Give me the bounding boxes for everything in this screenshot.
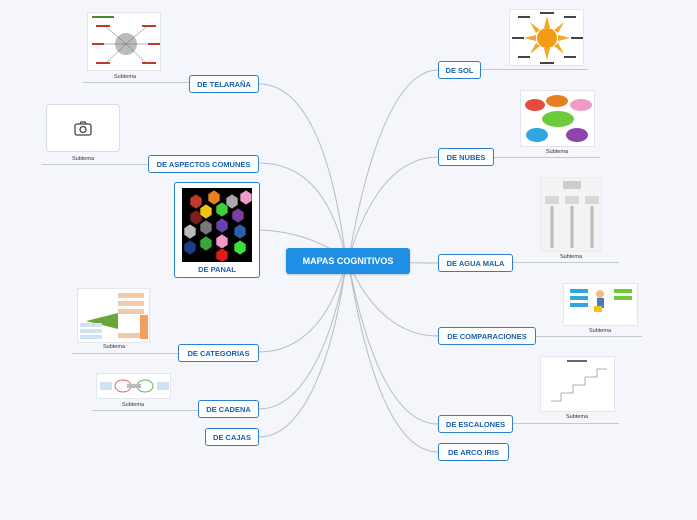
aguamala-thumbnail[interactable] <box>540 177 602 252</box>
aspectos-subtopic-line <box>42 164 148 165</box>
link-telarana <box>258 83 346 253</box>
link-comparaciones <box>349 265 439 337</box>
topic-agua-mala[interactable]: DE AGUA MALA <box>438 254 513 272</box>
link-escalones <box>349 269 439 425</box>
sun-map-image <box>512 12 583 64</box>
topic-sol[interactable]: DE SOL <box>438 61 481 79</box>
topic-panal[interactable]: DE PANAL <box>174 182 260 278</box>
aspectos-subtopic-label[interactable]: Subtema <box>71 156 94 162</box>
camera-icon <box>74 121 92 136</box>
topic-cadena[interactable]: DE CADENA <box>198 400 259 418</box>
cadena-subtopic-label[interactable]: Subtema <box>121 402 144 408</box>
escalones-subtopic-label[interactable]: Subtema <box>565 414 588 420</box>
link-sol <box>349 69 439 253</box>
link-categorias <box>258 265 346 353</box>
image-placeholder[interactable] <box>46 104 120 152</box>
honeycomb-image <box>182 188 253 263</box>
aguamala-subtopic-line <box>513 262 619 263</box>
topic-aspectos-comunes[interactable]: DE ASPECTOS COMUNES <box>148 155 259 173</box>
topic-telarana[interactable]: DE TELARAÑA <box>189 75 259 93</box>
topic-categorias[interactable]: DE CATEGORIAS <box>178 344 259 362</box>
topic-cajas[interactable]: DE CAJAS <box>205 428 259 446</box>
comparaciones-subtopic-line <box>536 336 642 337</box>
central-topic-label: MAPAS COGNITIVOS <box>302 256 394 266</box>
panal-label: DE PANAL <box>198 265 236 274</box>
nubes-thumbnail[interactable] <box>520 90 595 147</box>
sol-thumbnail[interactable] <box>509 9 584 66</box>
chain-map-image <box>100 379 169 393</box>
link-cadena <box>258 269 346 410</box>
topic-comparaciones[interactable]: DE COMPARACIONES <box>438 327 536 345</box>
categorias-subtopic-label[interactable]: Subtema <box>102 344 125 350</box>
jellyfish-map-image <box>545 181 599 248</box>
steps-map-image <box>551 360 607 402</box>
category-map-image <box>80 293 148 339</box>
nubes-subtopic-line <box>494 157 600 158</box>
link-nubes <box>349 156 439 255</box>
link-arcoiris <box>349 271 439 453</box>
clouds-map-image <box>525 95 592 142</box>
cadena-subtopic-line <box>92 410 198 411</box>
link-aspectos <box>258 162 346 255</box>
telarana-subtopic-label[interactable]: Subtema <box>113 74 136 80</box>
telarana-thumbnail[interactable] <box>87 12 161 71</box>
link-cajas <box>258 271 346 438</box>
categorias-thumbnail[interactable] <box>77 288 150 343</box>
spider-map-image <box>92 16 160 64</box>
comparaciones-subtopic-label[interactable]: Subtema <box>588 328 611 334</box>
comparaciones-thumbnail[interactable] <box>563 283 638 326</box>
central-topic[interactable]: MAPAS COGNITIVOS <box>286 248 410 274</box>
topic-arco-iris[interactable]: DE ARCO IRIS <box>438 443 509 461</box>
nubes-subtopic-label[interactable]: Subtema <box>545 149 568 155</box>
comparison-map-image <box>570 289 632 312</box>
categorias-subtopic-line <box>72 353 178 354</box>
escalones-subtopic-line <box>513 423 619 424</box>
escalones-thumbnail[interactable] <box>540 356 615 412</box>
cadena-thumbnail[interactable] <box>96 373 171 399</box>
topic-nubes[interactable]: DE NUBES <box>438 148 494 166</box>
telarana-subtopic-line <box>83 82 189 83</box>
aguamala-subtopic-label[interactable]: Subtema <box>559 254 582 260</box>
topic-escalones[interactable]: DE ESCALONES <box>438 415 513 433</box>
sol-subtopic-line <box>480 69 588 70</box>
